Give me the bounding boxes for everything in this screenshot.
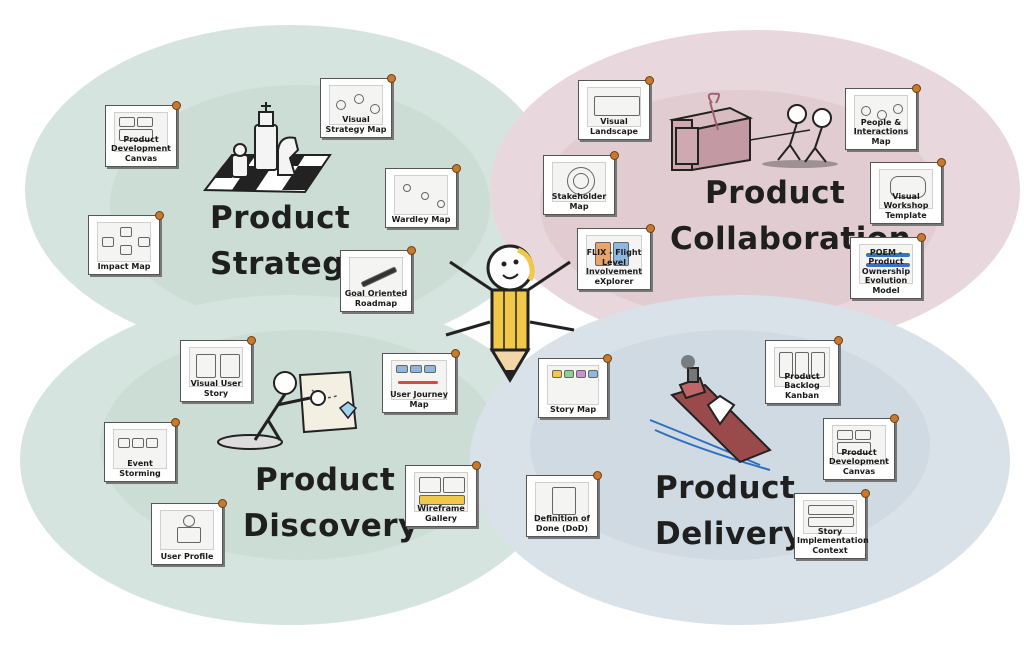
card-label: User Journey Map — [390, 390, 448, 409]
card-people-interactions-map[interactable]: People & Interactions Map — [845, 84, 921, 150]
ship-diamond-icon — [649, 355, 772, 471]
thumbnail-landscape-icon — [587, 87, 641, 127]
thumbnail-profile-icon — [160, 510, 214, 550]
strategy-title-line1: Product — [210, 200, 351, 236]
card-label: People & Interactions Map — [853, 117, 909, 146]
card-label: Product Backlog Kanban — [784, 371, 820, 400]
card-flix[interactable]: FLIX - Flight Level Involvement eXplorer — [577, 224, 655, 290]
delivery-title-line2: Delivery — [655, 516, 804, 552]
product-discovery-title: Product Discovery — [243, 462, 419, 544]
card-label: Goal Oriented Roadmap — [344, 289, 408, 308]
card-story-map[interactable]: Story Map — [538, 354, 612, 418]
card-label: Visual Workshop Template — [883, 191, 929, 220]
thumbnail-wireframe-icon — [414, 472, 468, 512]
thumbnail-evolution-icon — [859, 244, 913, 284]
card-visual-user-story[interactable]: Visual User Story — [180, 336, 256, 402]
card-poem[interactable]: POEM - Product Ownership Evolution Model — [850, 233, 926, 299]
product-strategy-title: Product Strategy — [210, 200, 366, 282]
card-goal-oriented-roadmap[interactable]: Goal Oriented Roadmap — [340, 246, 416, 312]
card-product-development-canvas-delivery[interactable]: Product Development Canvas — [823, 414, 899, 480]
thumbnail-tree-icon — [97, 222, 151, 262]
card-label: User Profile — [160, 551, 214, 561]
card-wardley-map[interactable]: Wardley Map — [385, 164, 461, 228]
card-label: Visual Strategy Map — [325, 115, 387, 134]
card-user-journey-map[interactable]: User Journey Map — [382, 349, 460, 413]
thumbnail-storymap-icon — [547, 365, 599, 405]
card-label: Product Development Canvas — [829, 447, 889, 476]
thumbnail-story-icon — [189, 347, 243, 387]
strategy-title-line2: Strategy — [210, 246, 366, 282]
card-user-profile[interactable]: User Profile — [151, 499, 227, 565]
thumbnail-canvas-icon — [114, 112, 168, 152]
card-visual-workshop-template[interactable]: Visual Workshop Template — [870, 158, 946, 224]
card-product-development-canvas-strategy[interactable]: Product Development Canvas — [105, 101, 181, 167]
gift-box-people-pulling-icon — [668, 92, 838, 172]
card-label: Story Map — [549, 404, 597, 414]
thumbnail-kanban-icon — [774, 347, 830, 387]
thumbnail-people-icon — [854, 95, 908, 135]
card-product-backlog-kanban[interactable]: Product Backlog Kanban — [765, 336, 843, 404]
thumbnail-workshop-icon — [879, 169, 933, 209]
pencil-character-icon — [445, 244, 575, 383]
thumbnail-events-icon — [113, 429, 167, 469]
card-label: Wireframe Gallery — [417, 504, 465, 523]
thumbnail-flight-icon — [586, 235, 642, 275]
card-event-storming[interactable]: Event Storming — [104, 418, 180, 482]
discovery-title-line1: Product — [255, 462, 396, 498]
thumbnail-canvas-icon — [832, 425, 886, 465]
magnifier-treasure-map-icon — [217, 370, 358, 450]
card-story-implementation-context[interactable]: Story Implementation Context — [794, 489, 870, 559]
card-definition-of-done[interactable]: Definition of Done (DoD) — [526, 471, 602, 537]
card-label: Impact Map — [97, 261, 151, 271]
card-label: FLIX - Flight Level Involvement eXplorer — [585, 248, 643, 286]
product-delivery-title: Product Delivery — [655, 470, 804, 552]
card-label: Wardley Map — [391, 214, 451, 224]
card-visual-strategy-map[interactable]: Visual Strategy Map — [320, 74, 396, 138]
card-label: POEM - Product Ownership Evolution Model — [861, 247, 911, 295]
collaboration-title-line1: Product — [705, 175, 846, 211]
card-visual-landscape[interactable]: Visual Landscape — [578, 76, 654, 140]
card-impact-map[interactable]: Impact Map — [88, 211, 164, 275]
delivery-title-line1: Product — [655, 470, 796, 506]
thumbnail-map-icon — [329, 85, 383, 125]
card-label: Definition of Done (DoD) — [534, 514, 590, 533]
thumbnail-road-icon — [349, 257, 403, 297]
card-stakeholder-map[interactable]: Stakeholder Map — [543, 151, 619, 215]
thumbnail-circles-icon — [552, 162, 606, 202]
thumbnail-context-icon — [803, 500, 857, 534]
card-label: Story Implementation Context — [797, 526, 869, 555]
card-label: Product Development Canvas — [111, 134, 171, 163]
thumbnail-journey-icon — [391, 360, 447, 400]
thumbnail-chart-icon — [394, 175, 448, 215]
card-wireframe-gallery[interactable]: Wireframe Gallery — [405, 461, 481, 527]
chess-pieces-icon — [202, 102, 332, 194]
card-label: Stakeholder Map — [551, 192, 607, 211]
thumbnail-checklist-icon — [535, 482, 589, 522]
card-label: Visual Landscape — [590, 117, 638, 136]
card-label: Event Storming — [119, 459, 161, 478]
card-label: Visual User Story — [190, 379, 242, 398]
discovery-title-line2: Discovery — [243, 508, 419, 544]
